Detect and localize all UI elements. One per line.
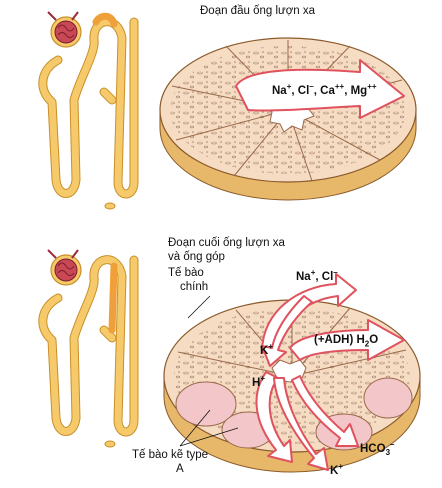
intercalated-cell-label-2: A xyxy=(176,463,184,475)
ion-k-upper: K+ xyxy=(260,342,273,357)
nephron-bottom xyxy=(38,249,139,448)
highlight-segment-bottom xyxy=(108,262,118,334)
pointer-lines xyxy=(179,295,239,447)
glomerulus-top xyxy=(54,20,78,44)
top-ion-list: Na+, Cl–, Ca++, Mg++ xyxy=(272,82,377,97)
arrow-h2o xyxy=(289,319,405,361)
intercalated-cell-label: Tế bào kẽ type xyxy=(132,449,209,461)
ion-na: Na xyxy=(272,84,287,97)
ion-cl: Cl xyxy=(297,84,310,97)
glomerulus-bottom xyxy=(54,258,78,282)
principal-cell-label-2: chính xyxy=(180,281,209,293)
principal-cell-label: Tế bào xyxy=(168,267,204,279)
arrow-h xyxy=(255,371,293,463)
ion-mg: Mg xyxy=(350,84,368,97)
highlight-segment-top xyxy=(92,12,118,28)
nephron-top xyxy=(38,11,139,210)
bottom-segment-title: Đoạn cuối ống lượn xa xyxy=(168,237,285,249)
ion-hco3: HCO3– xyxy=(360,440,395,458)
arrow-k1 xyxy=(261,295,313,367)
bottom-segment-subtitle: và ống góp xyxy=(168,251,225,263)
intercalated-cell-4 xyxy=(363,377,413,419)
ion-k-lower: K+ xyxy=(330,462,343,477)
ion-h2o: (+ADH) H2O xyxy=(314,334,379,349)
arrow-hco3 xyxy=(291,375,359,447)
ion-h: H+ xyxy=(252,374,265,389)
ion-ca: Ca xyxy=(320,84,335,97)
arrow-k2 xyxy=(273,377,329,471)
arrows-bottom xyxy=(255,273,405,471)
intercalated-cell-1 xyxy=(175,381,237,427)
top-segment-title: Đoạn đầu ống lượn xa xyxy=(200,5,315,17)
ion-na-cl-bottom: Na+, Cl– xyxy=(296,268,338,283)
cross-section-top xyxy=(159,37,417,201)
arrow-top xyxy=(235,59,405,119)
